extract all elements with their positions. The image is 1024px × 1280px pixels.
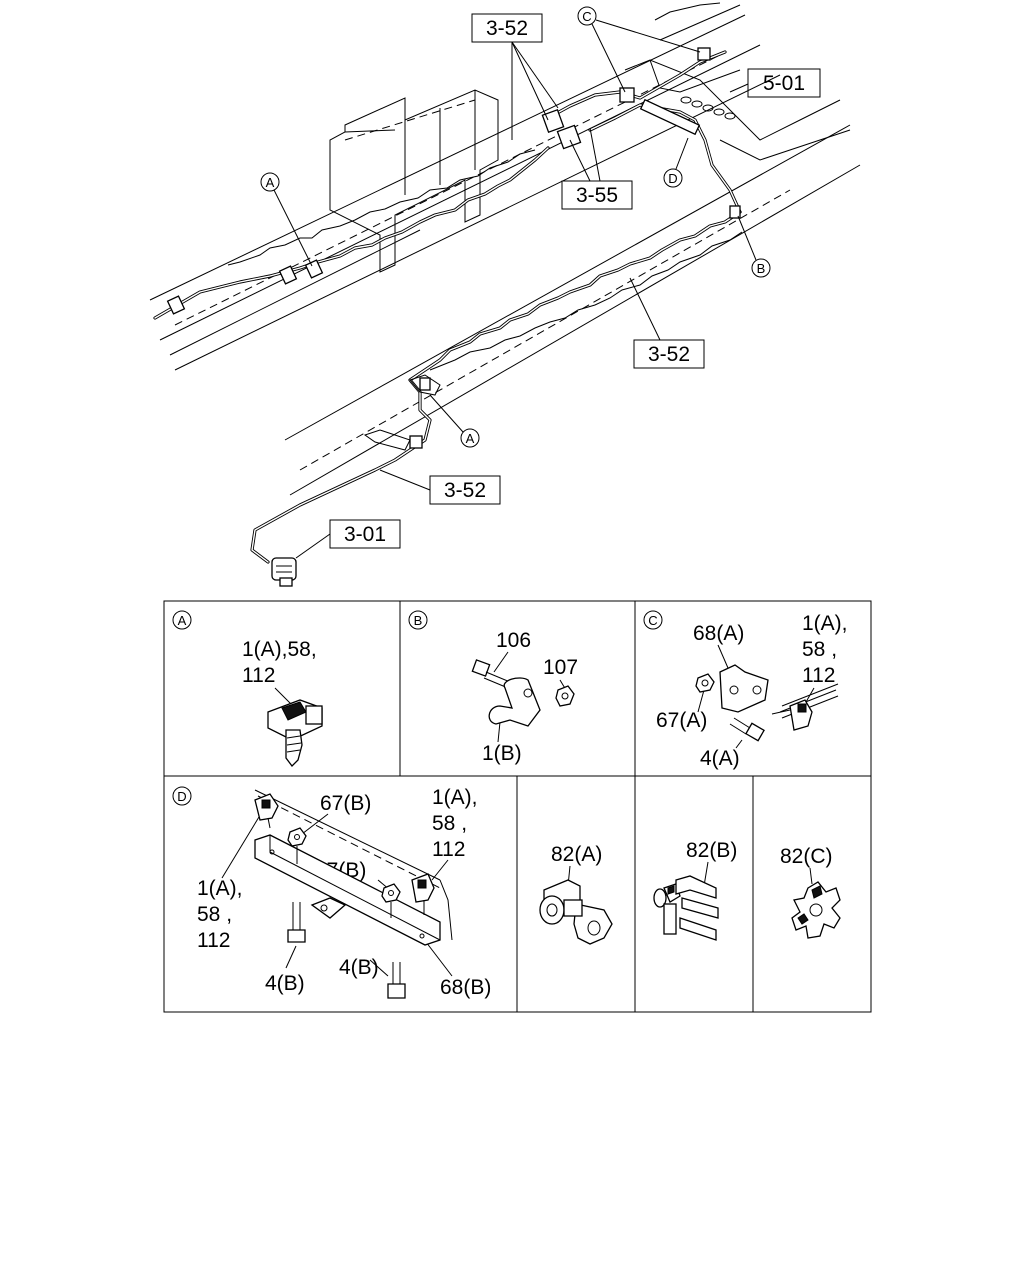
nut-67a <box>695 673 715 693</box>
svg-text:A: A <box>178 613 187 628</box>
panel-a-label-line2: 112 <box>242 664 275 687</box>
frame-assembly-illustration <box>149 2 861 587</box>
bolt-4a <box>729 717 765 742</box>
detail-panel-b: B 106 107 1(B) <box>408 610 578 765</box>
panel-a-label-line1: 1(A),58, <box>242 638 317 661</box>
panel-b-label-1b: 1(B) <box>482 742 522 765</box>
clip-82a-illustration <box>539 879 613 945</box>
nut-67b-top <box>287 827 307 864</box>
svg-text:C: C <box>648 613 657 628</box>
marker-a-lower[interactable]: A <box>429 394 480 448</box>
slot-holes <box>680 96 736 120</box>
panel-82c-label: 82(C) <box>780 845 833 868</box>
svg-text:D: D <box>177 789 186 804</box>
ref-box-3-01: 3-01 <box>344 523 386 546</box>
panel-d-label-1a-left-line2: 58 , <box>197 903 232 926</box>
svg-text:A: A <box>266 175 275 190</box>
bolt-106 <box>471 659 511 689</box>
detail-panel-c: C 68(A) 1(A), 58 , 112 67(A) 4(A) <box>643 610 848 770</box>
brake-pipe-lower <box>250 210 742 564</box>
bolt-4b-right <box>387 962 406 999</box>
detail-panel-82b: 82(B) <box>653 839 737 941</box>
panel-c-label-4a: 4(A) <box>700 747 740 770</box>
clip-1a-illustration <box>267 699 323 767</box>
clip-1a-c <box>771 683 839 731</box>
panel-a-marker: A <box>172 610 192 630</box>
panel-d-label-4b-left: 4(B) <box>265 972 305 995</box>
detail-panel-82a: 82(A) <box>539 843 613 945</box>
ref-box-5-01: 5-01 <box>763 72 805 95</box>
panel-b-marker: B <box>408 610 428 630</box>
detail-grid <box>163 600 872 1013</box>
detail-panel-82c: 82(C) <box>780 845 841 939</box>
panel-c-label-1a-line2: 58 , <box>802 638 837 661</box>
brake-pipe-upper <box>153 50 742 320</box>
bracket-68a <box>719 664 769 713</box>
svg-text:B: B <box>757 261 766 276</box>
bracket-1b <box>488 677 541 727</box>
panel-d-label-67b-top: 67(B) <box>320 792 371 815</box>
ref-box-3-52-bottom: 3-52 <box>444 479 486 502</box>
panel-d-label-1a-right-line3: 112 <box>432 838 465 861</box>
panel-c-marker: C <box>643 610 663 630</box>
svg-text:A: A <box>466 431 475 446</box>
bolt-4b-left <box>287 902 306 943</box>
clip-82c-illustration <box>791 881 841 939</box>
svg-text:B: B <box>414 613 423 628</box>
panel-c-label-68a: 68(A) <box>693 622 744 645</box>
detail-panel-a: A 1(A),58, 112 <box>172 610 323 767</box>
marker-c-top[interactable]: C <box>577 6 701 93</box>
svg-text:C: C <box>582 9 591 24</box>
nut-107 <box>555 685 575 707</box>
panel-d-label-4b-right: 4(B) <box>339 956 379 979</box>
panel-d-label-1a-left-line1: 1(A), <box>197 877 243 900</box>
marker-b-top[interactable]: B <box>737 215 771 278</box>
panel-d-marker: D <box>172 786 192 806</box>
panel-d-label-1a-left-line3: 112 <box>197 929 230 952</box>
panel-d-label-1a-right-line1: 1(A), <box>432 786 478 809</box>
panel-b-label-107: 107 <box>543 656 578 679</box>
reference-boxes: 3-52 5-01 3-55 3-52 3-52 3-01 <box>295 13 821 559</box>
marker-d-top[interactable]: D <box>663 137 689 188</box>
bracket-68b <box>254 834 441 946</box>
panel-82b-label: 82(B) <box>686 839 737 862</box>
clip-82b-illustration <box>653 875 719 941</box>
panel-d-label-68b: 68(B) <box>440 976 491 999</box>
marker-a-top[interactable]: A <box>260 172 313 267</box>
panel-82a-label: 82(A) <box>551 843 602 866</box>
ref-box-3-55: 3-55 <box>576 184 618 207</box>
ref-box-3-52-top: 3-52 <box>486 17 528 40</box>
panel-d-label-1a-right-line2: 58 , <box>432 812 467 835</box>
clip-1a-d-left <box>254 793 279 829</box>
clip-1a-d-right <box>411 873 435 915</box>
svg-text:D: D <box>668 171 677 186</box>
panel-c-label-1a-line1: 1(A), <box>802 612 848 635</box>
detail-panel-d: D 67(B) 1(A), 58 , 112 67(B) 1(A), 58 , … <box>172 786 491 999</box>
hose-coupling <box>271 557 297 587</box>
nut-67b-mid <box>381 883 401 918</box>
panel-c-label-67a: 67(A) <box>656 709 707 732</box>
ref-box-3-52-mid: 3-52 <box>648 343 690 366</box>
pipe-clips <box>166 47 741 449</box>
panel-b-label-106: 106 <box>496 629 531 652</box>
detail-markers: C A D B A <box>260 6 771 448</box>
panel-c-label-1a-line3: 112 <box>802 664 835 687</box>
